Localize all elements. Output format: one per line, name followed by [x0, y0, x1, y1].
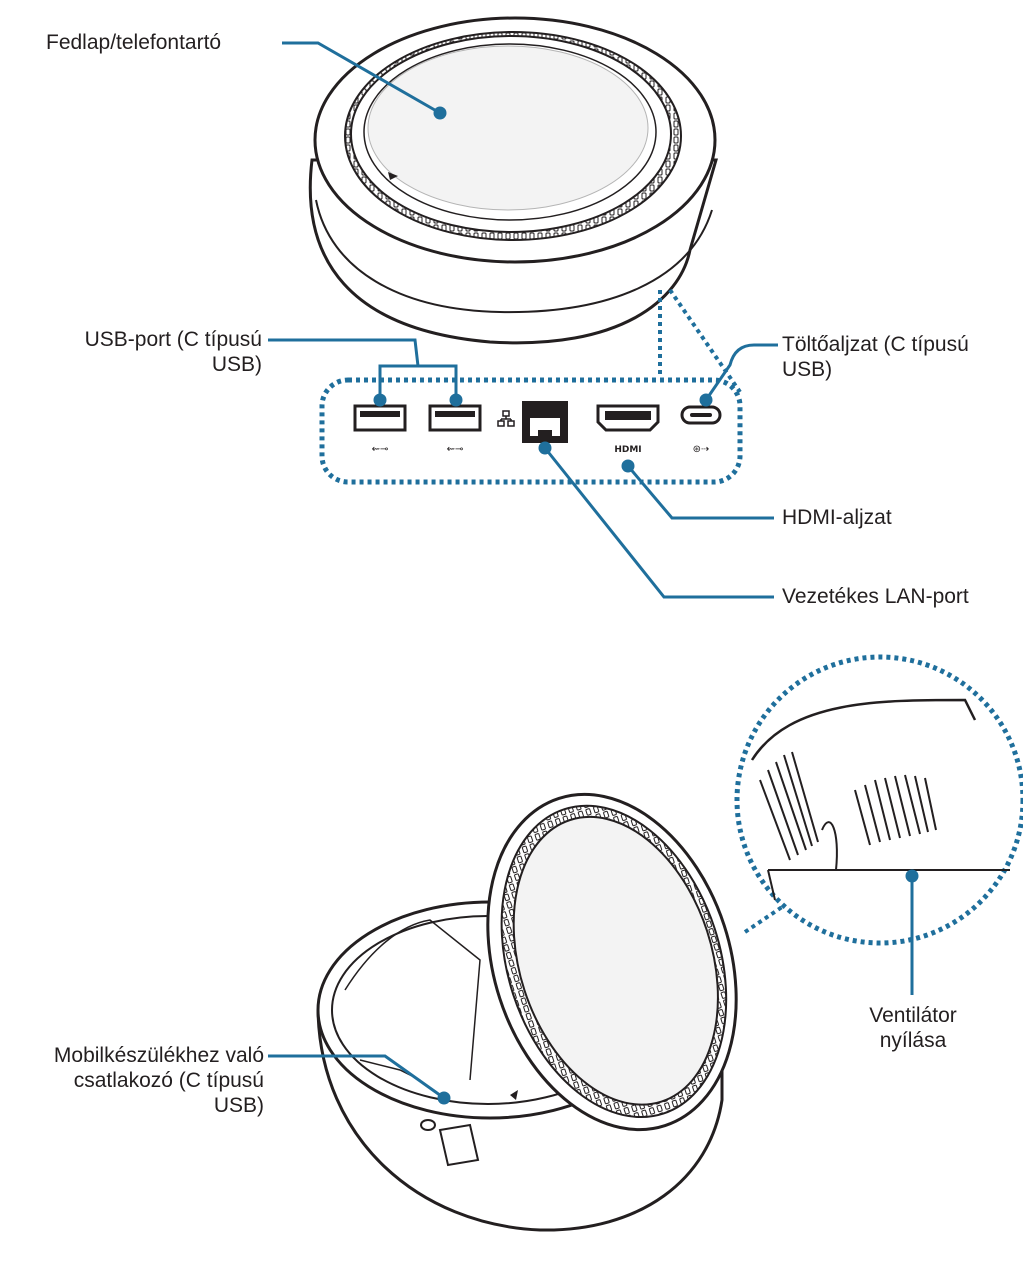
label-connector: Mobilkészülékhez való csatlakozó (C típu… [10, 1043, 264, 1118]
leader-charger [699, 343, 778, 407]
leader-connector [268, 1054, 451, 1105]
leader-usb-port [268, 338, 463, 407]
usb-symbol-icon: ⇜⊸ [447, 444, 464, 455]
label-connector-line-2: csatlakozó (C típusú [73, 1069, 264, 1092]
label-lan: Vezetékes LAN-port [782, 584, 969, 609]
network-icon [497, 410, 515, 427]
hdmi-port: HDMI [596, 404, 660, 455]
dock-open-view [316, 792, 738, 1232]
usb-c-charge-port: ⊛⇢ [680, 405, 722, 455]
label-usb-port: USB-port (C típusú USB) [50, 327, 262, 377]
label-charger-line-2: USB) [782, 358, 833, 381]
leader-hdmi [621, 459, 774, 520]
fan-slots [759, 751, 937, 871]
zoom-indicator-lines [658, 288, 742, 394]
label-lan-line-1: Vezetékes LAN-port [782, 585, 969, 608]
label-fan-line-1: Ventilátor [869, 1004, 957, 1027]
port-panel-outline [319, 377, 743, 485]
fan-zoom-view [734, 654, 1023, 946]
usb-symbol-icon: ⇜⊸ [372, 444, 389, 455]
label-hdmi-line-1: HDMI-aljzat [782, 506, 892, 529]
leader-lan [538, 441, 774, 599]
usb-port-1: ⇜⊸ [353, 404, 407, 455]
usb-c-connector [420, 1119, 480, 1167]
port-panel: ⇜⊸ ⇜⊸ HDMI [353, 401, 722, 455]
label-hdmi: HDMI-aljzat [782, 505, 892, 530]
lan-port [522, 401, 568, 443]
leader-cover [282, 41, 447, 120]
label-charger-line-1: Töltőaljzat (C típusú [782, 333, 969, 356]
label-charger: Töltőaljzat (C típusú USB) [782, 332, 969, 382]
usb-port-2: ⇜⊸ [428, 404, 482, 455]
alignment-arrow-icon [388, 172, 398, 180]
alignment-arrow-icon [510, 1090, 518, 1100]
charging-usb-icon: ⊛⇢ [693, 444, 710, 455]
label-usb-port-line-2: USB) [211, 353, 262, 376]
label-fan: Ventilátor nyílása [848, 1003, 978, 1053]
hdmi-logo-text: HDMI [614, 445, 641, 455]
leader-fan [905, 869, 919, 995]
label-cover-line-1: Fedlap/telefontartó [46, 31, 222, 54]
label-connector-line-1: Mobilkészülékhez való [53, 1044, 264, 1067]
label-fan-line-2: nyílása [879, 1029, 947, 1052]
label-usb-port-line-1: USB-port (C típusú [84, 328, 262, 351]
dock-front-view [308, 16, 718, 345]
label-connector-line-3: USB) [213, 1094, 264, 1117]
label-cover: Fedlap/telefontartó [46, 30, 221, 55]
